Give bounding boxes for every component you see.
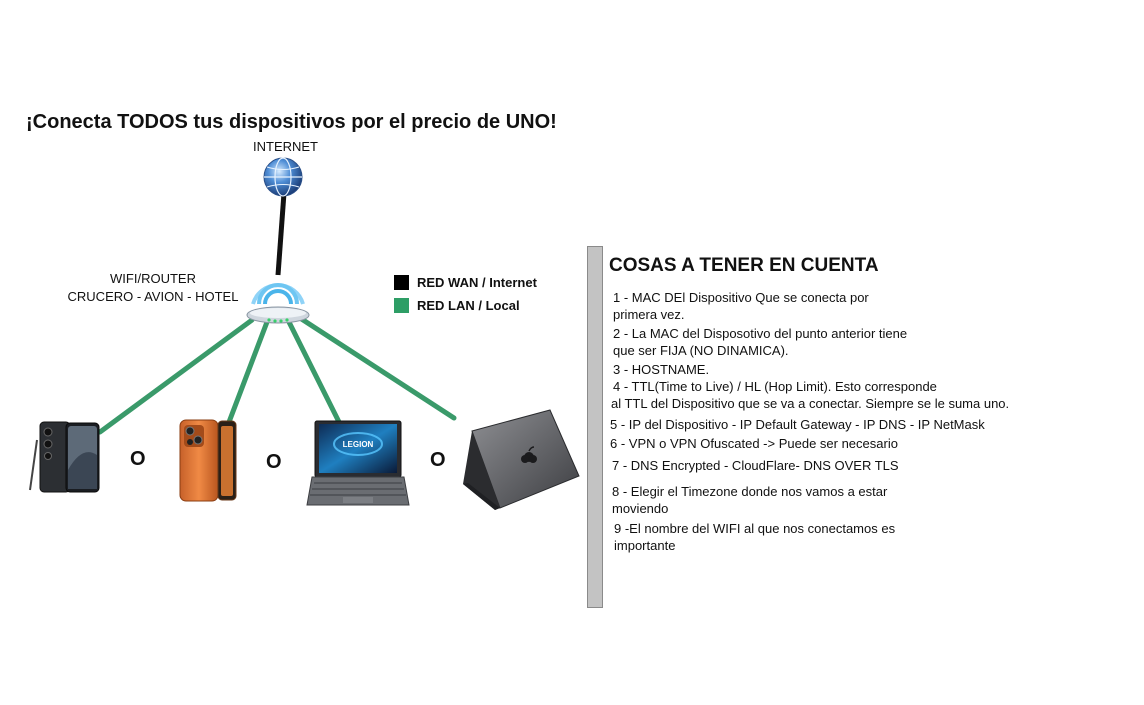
laptop-icon [463,409,580,510]
internet-label: INTERNET [253,139,318,154]
lan-link-3 [286,319,343,427]
note-line: 6 - VPN o VPN Ofuscated -> Puede ser nec… [610,436,898,451]
note-line: 9 -El nombre del WIFI al que nos conecta… [614,521,896,536]
note-line: al TTL del Dispositivo que se va a conec… [611,396,1010,411]
note-item: 6 - VPN o VPN Ofuscated -> Puede ser nec… [610,435,898,452]
note-line: 2 - La MAC del Disposotivo del punto ant… [613,326,908,341]
note-line: 7 - DNS Encrypted - CloudFlare- DNS OVER… [612,458,899,473]
separator-o: O [130,448,146,470]
note-item: 9 -El nombre del WIFI al que nos conecta… [614,520,895,554]
laptop-brand: LEGION [343,440,374,449]
notes-title: COSAS A TENER EN CUENTA [609,255,879,276]
separator-o: O [430,449,446,471]
wan-link [275,192,287,276]
phone-icon [179,419,237,502]
legend-swatch-wan [394,275,409,290]
note-line: que ser FIJA (NO DINAMICA). [613,343,789,358]
note-line: primera vez. [613,307,685,322]
note-line: 5 - IP del Dispositivo - IP Default Gate… [610,417,985,432]
note-line: 3 - HOSTNAME. [613,362,710,377]
note-item: 1 - MAC DEl Dispositivo Que se conecta p… [613,289,869,323]
router-label-line-1: WIFI/ROUTER [110,271,196,286]
lan-link-2 [223,319,270,433]
lan-link-4 [297,315,457,421]
note-line: 4 - TTL(Time to Live) / HL (Hop Limit). … [613,379,937,394]
legend-label-wan: RED WAN / Internet [417,275,537,290]
router-icon [246,283,310,324]
lan-link-1 [97,317,255,435]
note-line: 1 - MAC DEl Dispositivo Que se conecta p… [613,290,869,305]
laptop-icon: LEGION [306,420,410,506]
note-item: 4 - TTL(Time to Live) / HL (Hop Limit). … [611,378,1009,412]
legend-item-lan: RED LAN / Local [394,298,520,313]
note-item: 3 - HOSTNAME. [613,361,709,378]
router-label-line-2: CRUCERO - AVION - HOTEL [67,289,239,304]
globe-icon [263,157,303,197]
legend-label-lan: RED LAN / Local [417,298,520,313]
apple-logo-icon [521,446,537,463]
note-item: 5 - IP del Dispositivo - IP Default Gate… [610,416,985,433]
router-label: WIFI/ROUTER CRUCERO - AVION - HOTEL [58,270,248,306]
note-line: 8 - Elegir el Timezone donde nos vamos a… [612,484,888,499]
legend-swatch-lan [394,298,409,313]
note-item: 7 - DNS Encrypted - CloudFlare- DNS OVER… [612,457,899,474]
page-title: ¡Conecta TODOS tus dispositivos por el p… [26,111,557,133]
note-item: 8 - Elegir el Timezone donde nos vamos a… [612,483,887,517]
note-line: importante [614,538,676,553]
notes-side-bar [587,246,603,608]
separator-o: O [266,451,282,473]
lan-links [97,315,457,435]
phone-icon [29,421,100,493]
legend-item-wan: RED WAN / Internet [394,275,537,290]
note-item: 2 - La MAC del Disposotivo del punto ant… [613,325,907,359]
note-line: moviendo [612,501,669,516]
